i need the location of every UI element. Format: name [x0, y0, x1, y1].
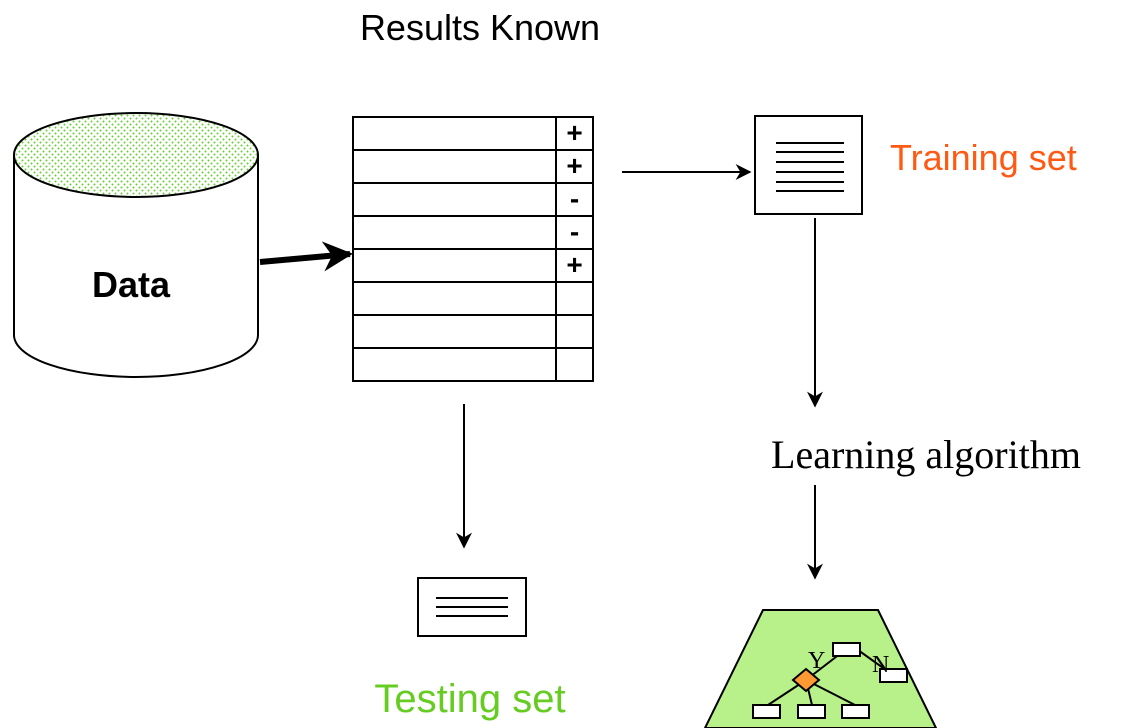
- data-store-cylinder: Data: [13, 112, 259, 378]
- tree-node-leaf-2: [797, 704, 826, 719]
- training-set-label: Training set: [890, 137, 1077, 178]
- tree-no-label: N: [872, 652, 889, 678]
- table-result-label: +: [566, 150, 582, 181]
- tree-node-leaf-1: [752, 704, 781, 719]
- tree-node-leaf-3: [841, 704, 870, 719]
- testing-set-document: [417, 577, 527, 637]
- table-result-label: -: [570, 216, 579, 247]
- data-store-top: [13, 112, 259, 198]
- diagram-title: Results Known: [360, 7, 600, 48]
- tree-yes-label: Y: [808, 648, 825, 674]
- tree-node-top: [832, 642, 861, 657]
- data-to-table-arrow: [259, 241, 353, 272]
- decision-tree-model: Y N: [703, 609, 938, 728]
- training-set-document: [754, 115, 863, 215]
- testing-set-label: Testing set: [374, 677, 565, 721]
- learning-algorithm-label: Learning algorithm: [771, 432, 1081, 477]
- tree-node-right: [879, 668, 908, 683]
- table-result-label: -: [570, 183, 579, 214]
- tree-decision-node: [791, 667, 821, 693]
- results-table: ++--+: [352, 116, 594, 382]
- table-result-label: +: [566, 117, 582, 148]
- table-result-label: +: [566, 249, 582, 280]
- data-store-label: Data: [92, 264, 171, 305]
